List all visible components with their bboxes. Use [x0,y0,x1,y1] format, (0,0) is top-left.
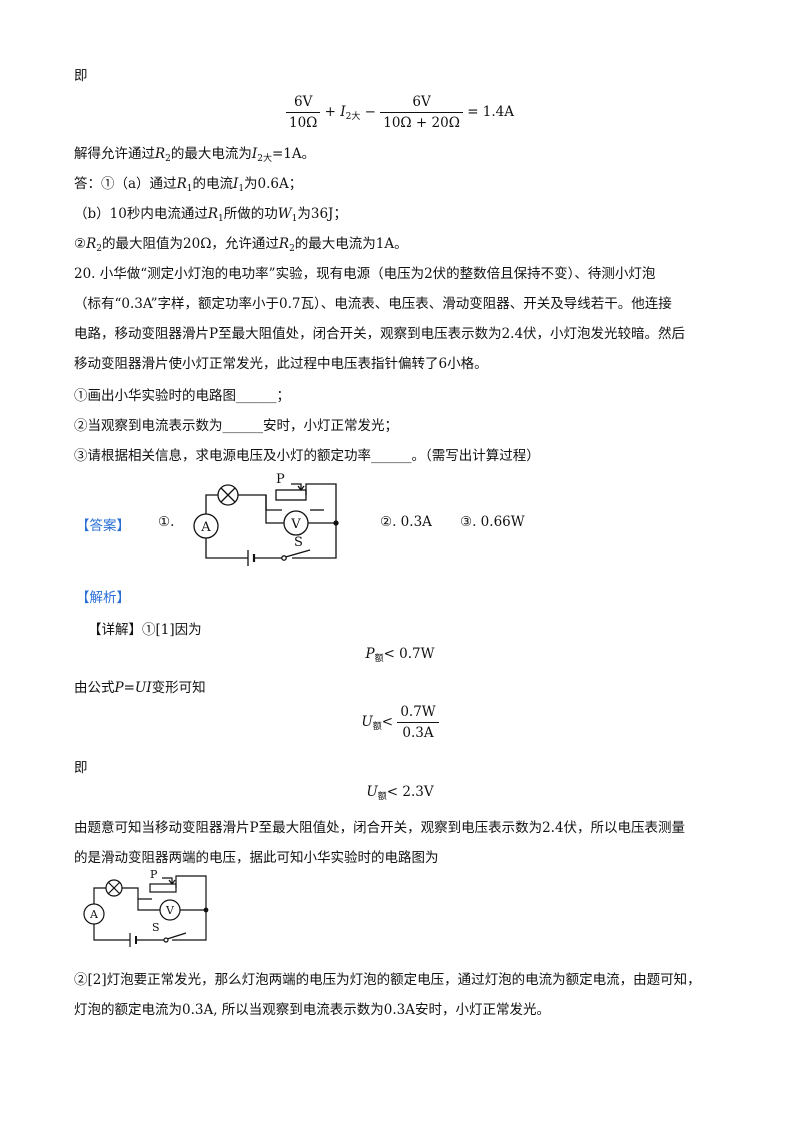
question-20-line-2: （标有“0.3A”字样，额定功率小于0.7瓦）、电流表、电压表、滑动变阻器、开关… [74,296,672,312]
formula-u: U额< 0.7W 0.3A [0,704,800,741]
ammeter-icon [193,513,219,539]
question-20-line-1: 20. 小华做“测定小灯泡的电功率”实验，现有电源（电压为2伏的整数倍且保持不变… [74,266,656,282]
sub-question-3: ③请根据相关信息，求电源电压及小灯的额定功率______。（需写出计算过程） [74,448,540,464]
svg-text:S: S [294,535,303,550]
ji-2: 即 [74,760,88,776]
explanation-line-2: 的是滑动变阻器两端的电压，据此可知小华实验时的电路图为 [74,850,439,866]
question-20-line-3: 电路，移动变阻器滑片P至最大阻值处，闭合开关，观察到电压表示数为2.4伏，小灯泡… [74,326,686,342]
final-line-2: 灯泡的额定电流为0.3A, 所以当观察到电流表示数为0.3A安时，小灯正常发光。 [74,1002,551,1018]
svg-text:P: P [276,472,285,487]
analysis-tag: 【解析】 [76,590,130,606]
rheostat-icon [149,883,177,893]
answer-2: ②. 0.3A [380,514,432,530]
solution-line: 解得允许通过R2的最大电流为I2大=1A。 [74,146,316,164]
svg-text:A: A [89,908,99,921]
switch-icon [163,937,169,943]
formula-p: P额< 0.7W [365,646,435,664]
detail-line: 【详解】①[1]因为 [88,622,202,638]
svg-text:P: P [150,868,158,881]
fraction-2: 6V 10Ω + 20Ω [380,94,463,131]
circuit-diagram-analysis: A P V S [83,868,209,947]
question-20-line-4: 移动变阻器滑片使小灯正常发光，此过程中电压表指针偏转了6小格。 [74,356,488,372]
answer-b: （b）10秒内电流通过R1所做的功W1为36J； [74,206,347,224]
svg-text:V: V [290,517,301,532]
lamp-icon [217,484,239,506]
intro-ji: 即 [74,68,88,84]
lamp-icon [105,879,123,897]
sub-question-1: ①画出小华实验时的电路图______； [74,388,290,404]
svg-text:A: A [200,520,211,535]
ammeter-icon [83,903,105,925]
equation-1: 6V 10Ω + I2大 − 6V 10Ω + 20Ω = 1.4A [0,94,800,131]
answer-a: 答：①（a）通过R1的电流I1为0.6A； [74,176,303,194]
svg-text:V: V [165,904,175,917]
formula-u2: U额< 2.3V [366,784,434,802]
answer-1-number: ①. [158,514,175,530]
sub-question-2: ②当观察到电流表示数为______安时，小灯正常发光； [74,418,398,434]
explanation-line-1: 由题意可知当移动变阻器滑片P至最大阻值处，闭合开关，观察到电压表示数为2.4伏，… [74,820,686,836]
svg-text:S: S [152,921,160,934]
rheostat-icon [275,489,307,501]
circuit-diagram-answer: A P V S [193,472,339,566]
fraction-1: 6V 10Ω [285,94,321,131]
final-line-1: ②[2]灯泡要正常发光，那么灯泡两端的电压为灯泡的额定电压，通过灯泡的电流为额定… [74,972,701,988]
answer-c: ②R2的最大阻值为20Ω，允许通过R2的最大电流为1A。 [74,236,408,254]
answer-tag: 【答案】 [76,518,130,534]
switch-icon [281,555,287,561]
answer-3: ③. 0.66W [460,514,525,530]
formula-line: 由公式P=UI变形可知 [74,680,206,696]
